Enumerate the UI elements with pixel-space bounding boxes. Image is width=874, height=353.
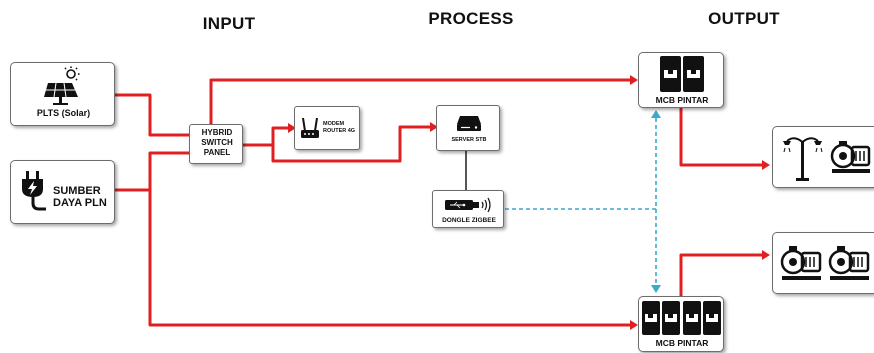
heading-process: PROCESS: [428, 9, 514, 28]
hybrid-label-line2: SWITCH: [201, 138, 233, 147]
signal-arrow-down: [651, 285, 661, 293]
heading-output: OUTPUT: [708, 9, 780, 28]
power-lines: [115, 78, 762, 327]
node-solar: PLTS (Solar): [10, 62, 115, 126]
power-line-mcb-bottom-to-load: [679, 253, 762, 297]
usb-wireless-icon: [445, 197, 491, 213]
pln-label-line2: DAYA PLN: [53, 197, 107, 209]
mcb-bottom-label: MCB PINTAR: [655, 338, 709, 348]
arrow-head-server: [430, 122, 438, 132]
node-server-stb: SERVER STB: [436, 105, 500, 151]
signal-lines: [505, 118, 657, 285]
node-pln: SUMBER DAYA PLN: [10, 160, 115, 224]
water-pump-icon: [780, 246, 822, 280]
power-plug-icon: [22, 171, 46, 211]
power-line-hybrid-to-mcb-top: [209, 78, 630, 124]
node-mcb-pintar-bottom: MCB PINTAR: [638, 296, 724, 352]
hybrid-label-line1: HYBRID: [201, 128, 233, 137]
arrow-head-modem: [288, 123, 296, 133]
power-line-mcb-top-to-load: [679, 108, 762, 167]
arrow-head-load-bottom: [762, 250, 770, 260]
node-load-top: [772, 126, 874, 188]
arrow-head-load-top: [762, 160, 770, 170]
power-line-solar-to-hybrid: [115, 93, 190, 137]
hybrid-label-line3: PANEL: [203, 148, 231, 157]
street-lamp-icon: [783, 137, 823, 181]
node-hybrid-switch-panel: HYBRID SWITCH PANEL: [189, 124, 243, 164]
pln-label-line1: SUMBER: [53, 185, 101, 197]
mcb-breaker-icon: [660, 56, 704, 92]
router-icon: [301, 117, 319, 138]
node-load-bottom: [772, 232, 874, 294]
signal-arrow-heads: [651, 110, 661, 293]
node-dongle-zigbee: DONGLE ZIGBEE: [432, 190, 504, 228]
modem-label-line1: MODEM: [323, 121, 345, 127]
server-label: SERVER STB: [451, 137, 487, 143]
dongle-label: DONGLE ZIGBEE: [442, 217, 496, 224]
signal-arrow-up: [651, 110, 661, 118]
server-icon: [457, 116, 481, 131]
power-line-pln-to-mcb-bottom: [115, 188, 630, 327]
power-line-hybrid-to-server: [242, 125, 430, 163]
water-pump-icon: [828, 246, 870, 280]
solar-panel-icon: [44, 66, 80, 105]
arrow-head-mcb-bottom: [630, 320, 638, 330]
mcb-top-label: MCB PINTAR: [655, 95, 709, 105]
water-pump-icon: [830, 141, 871, 173]
node-modem-router: MODEM ROUTER 4G: [294, 106, 360, 150]
power-line-hybrid-to-modem: [242, 126, 288, 147]
arrow-head-mcb-top: [630, 75, 638, 85]
heading-input: INPUT: [202, 14, 256, 33]
solar-label: PLTS (Solar): [36, 108, 91, 118]
mcb-breaker-icon: [642, 301, 721, 335]
modem-label-line2: ROUTER 4G: [323, 128, 356, 134]
power-line-pln-to-hybrid: [115, 151, 190, 192]
node-mcb-pintar-top: MCB PINTAR: [638, 52, 724, 108]
